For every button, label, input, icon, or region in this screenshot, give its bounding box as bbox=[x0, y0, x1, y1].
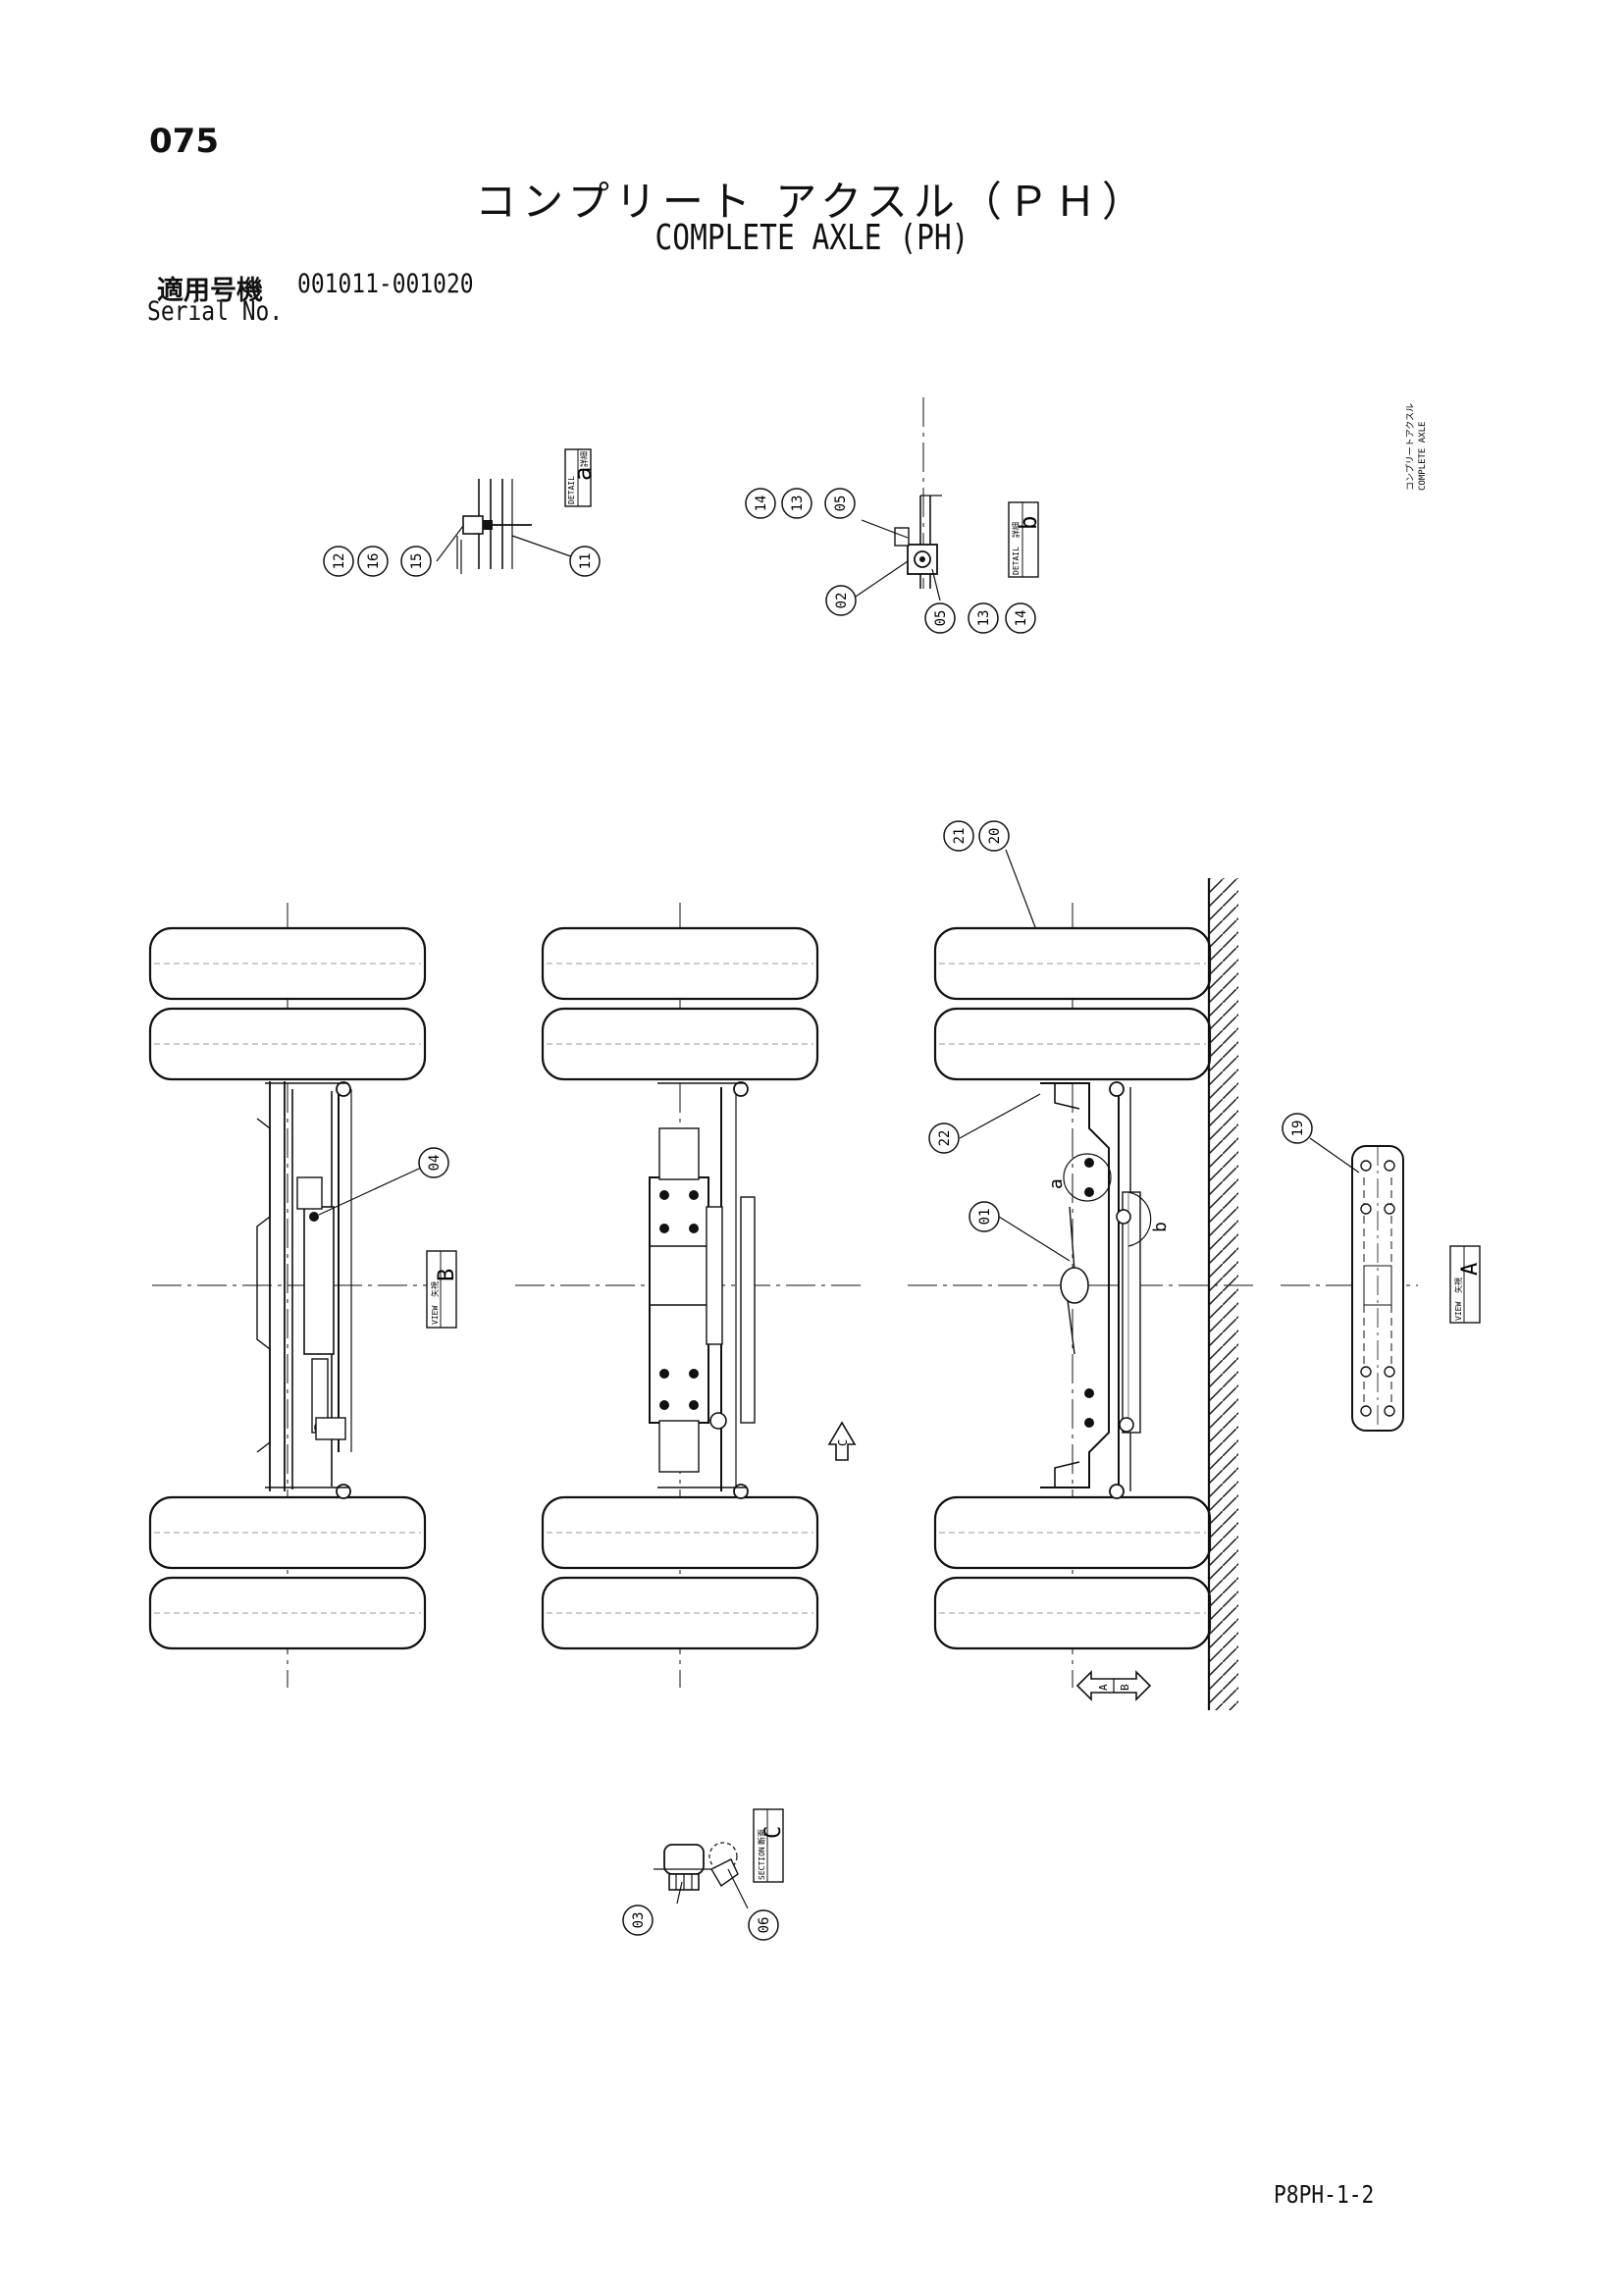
view-a-label: VIEW 矢視 A bbox=[1449, 1245, 1483, 1324]
detail-b: DETAIL 詳細 b bbox=[894, 397, 1042, 589]
svg-text:22: 22 bbox=[937, 1130, 953, 1147]
callout-12: 12 bbox=[323, 546, 354, 577]
view-a-kanji: 矢視 bbox=[1453, 1278, 1463, 1293]
page-number: 075 bbox=[149, 122, 219, 161]
callout-04: 04 bbox=[418, 1147, 449, 1178]
svg-text:13: 13 bbox=[790, 496, 806, 512]
svg-text:05: 05 bbox=[933, 610, 949, 627]
detail-b-kanji: 詳細 bbox=[1011, 522, 1021, 538]
footer-code: P8PH-1-2 bbox=[1274, 2180, 1375, 2209]
arrow-c-letter: C bbox=[836, 1439, 850, 1446]
arrow-c: C bbox=[827, 1421, 857, 1461]
callout-06: 06 bbox=[748, 1909, 779, 1941]
callout-16: 16 bbox=[357, 546, 389, 577]
callout-19: 19 bbox=[1282, 1113, 1313, 1144]
detail-a: DETAIL 詳細 a bbox=[456, 448, 597, 574]
serial-label-japanese: 適用号機 bbox=[157, 276, 263, 306]
svg-text:06: 06 bbox=[757, 1917, 772, 1934]
svg-text:19: 19 bbox=[1290, 1121, 1306, 1137]
detail-a-word: DETAIL bbox=[567, 476, 576, 504]
callout-05-bottom: 05 bbox=[924, 602, 956, 634]
callout-05-top: 05 bbox=[824, 488, 856, 519]
arrow-a-letter: A bbox=[1097, 1684, 1110, 1691]
svg-text:03: 03 bbox=[631, 1912, 647, 1929]
section-c-letter: C bbox=[761, 1826, 786, 1839]
section-c-word: SECTION bbox=[758, 1847, 766, 1880]
detail-a-kanji: 詳細 bbox=[579, 451, 589, 467]
right-assembly: a b A B bbox=[908, 878, 1256, 1710]
svg-text:11: 11 bbox=[578, 553, 594, 570]
svg-text:12: 12 bbox=[332, 553, 347, 570]
svg-text:15: 15 bbox=[409, 553, 425, 570]
callout-14-top: 14 bbox=[745, 488, 776, 519]
callout-15: 15 bbox=[400, 546, 432, 577]
callout-13-top: 13 bbox=[781, 488, 812, 519]
svg-text:01: 01 bbox=[977, 1209, 993, 1226]
view-b-label: VIEW 矢視 B bbox=[426, 1250, 459, 1329]
section-c-kanji: 断面 bbox=[757, 1829, 766, 1845]
detail-a-label: DETAIL 詳細 a bbox=[564, 448, 597, 507]
callout-11: 11 bbox=[569, 546, 601, 577]
callout-14-bottom: 14 bbox=[1005, 602, 1036, 634]
marker-a: a bbox=[1046, 1178, 1067, 1189]
svg-text:13: 13 bbox=[976, 610, 992, 627]
detail-a-letter: a bbox=[569, 467, 597, 481]
side-note: コンプリートアクスル COMPLETE AXLE bbox=[1405, 403, 1428, 491]
detail-b-word: DETAIL bbox=[1012, 547, 1021, 575]
view-a-letter: A bbox=[1458, 1263, 1483, 1276]
callout-03: 03 bbox=[622, 1905, 654, 1936]
callout-13-bottom: 13 bbox=[968, 602, 999, 634]
serial-label-english: Serial No. bbox=[147, 296, 284, 327]
view-a-word: VIEW bbox=[1454, 1302, 1463, 1321]
callout-21: 21 bbox=[943, 820, 974, 852]
svg-text:04: 04 bbox=[427, 1155, 443, 1172]
middle-assembly: C bbox=[515, 903, 864, 1688]
marker-b: b bbox=[1150, 1222, 1171, 1232]
callout-01: 01 bbox=[969, 1201, 1000, 1232]
view-b-assembly: VIEW 矢視 B bbox=[148, 903, 459, 1688]
arrow-b-letter: B bbox=[1119, 1684, 1131, 1691]
serial-range: 001011-001020 bbox=[297, 269, 474, 299]
svg-text:02: 02 bbox=[834, 593, 850, 609]
arrow-ab: A B bbox=[1075, 1670, 1152, 1701]
section-c-label: SECTION 断面 C bbox=[753, 1808, 786, 1883]
svg-text:14: 14 bbox=[754, 496, 769, 512]
view-b-word: VIEW bbox=[431, 1306, 440, 1325]
section-c: SECTION 断面 C bbox=[654, 1808, 786, 1891]
detail-b-letter: b bbox=[1015, 516, 1042, 530]
side-note-en: COMPLETE AXLE bbox=[1418, 422, 1428, 491]
callout-22: 22 bbox=[928, 1122, 960, 1154]
title-english: COMPLETE AXLE (PH) bbox=[655, 218, 969, 258]
callout-02: 02 bbox=[825, 585, 857, 616]
title-japanese: コンプリート アクスル（ＰＨ） bbox=[475, 178, 1149, 226]
view-b-kanji: 矢視 bbox=[430, 1281, 440, 1297]
side-note-jp: コンプリートアクスル bbox=[1405, 403, 1416, 491]
callout-20: 20 bbox=[978, 820, 1010, 852]
svg-text:05: 05 bbox=[833, 496, 849, 512]
svg-text:20: 20 bbox=[987, 828, 1003, 845]
callouts: 12 16 15 11 14 13 05 02 05 13 14 21 20 0… bbox=[318, 488, 1360, 1941]
view-a-assembly: VIEW 矢視 A bbox=[1281, 1145, 1483, 1432]
svg-text:21: 21 bbox=[952, 828, 968, 845]
view-b-letter: B bbox=[435, 1269, 459, 1281]
svg-text:14: 14 bbox=[1014, 610, 1029, 627]
detail-b-label: DETAIL 詳細 b bbox=[1008, 501, 1042, 578]
svg-text:16: 16 bbox=[366, 553, 382, 570]
